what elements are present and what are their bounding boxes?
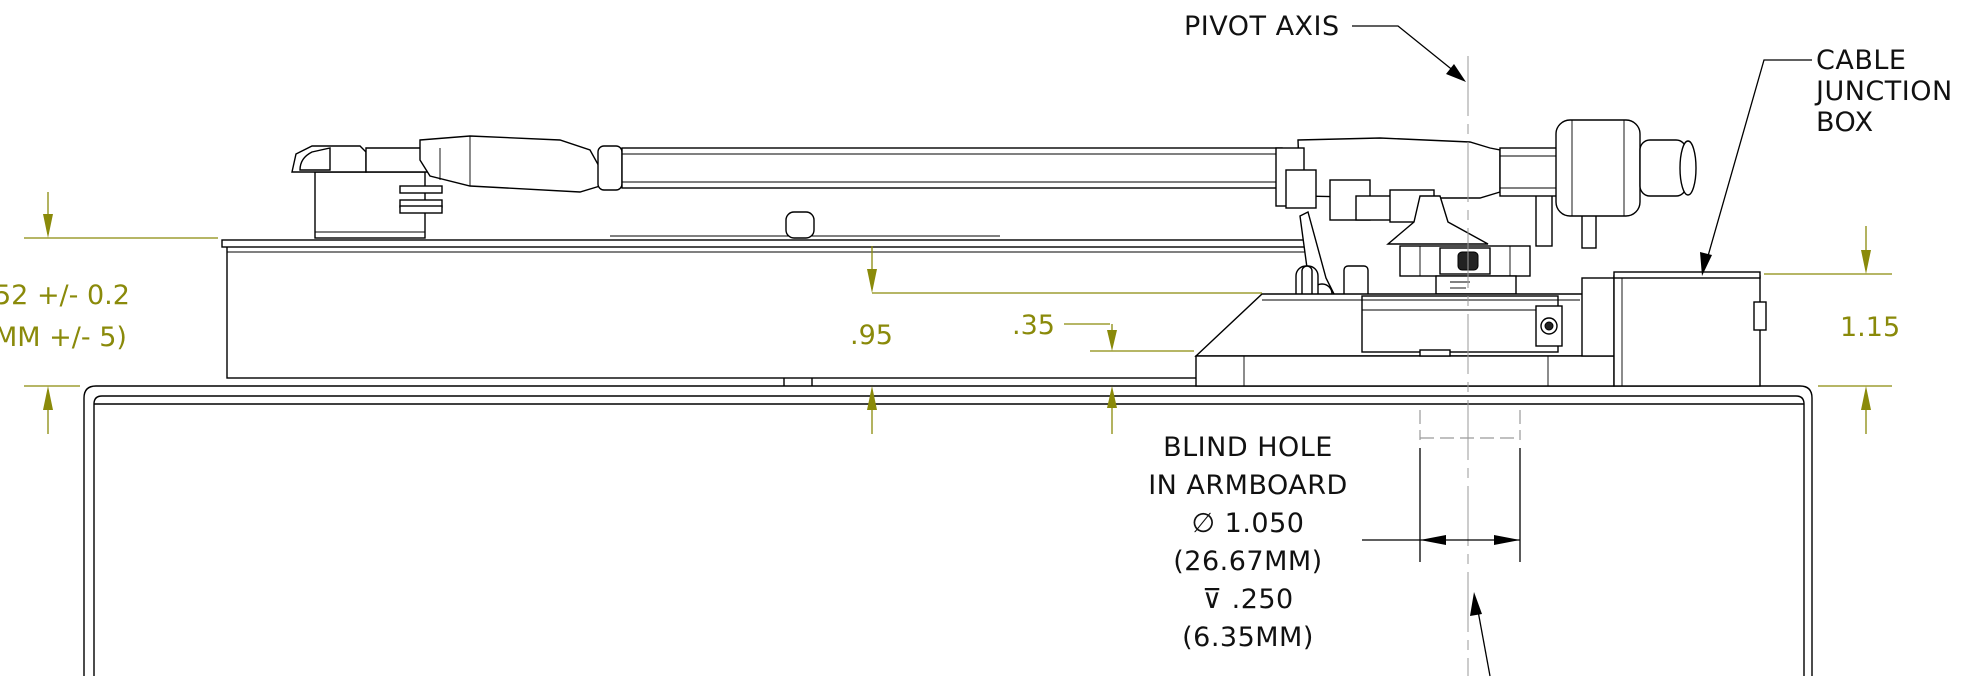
dimension-035	[1064, 323, 1194, 434]
blind-hole-label-2: IN ARMBOARD	[1148, 470, 1348, 501]
pivot-axis-label: PIVOT AXIS	[1184, 11, 1340, 42]
counterweight	[1500, 119, 1697, 217]
platter	[221, 211, 1311, 386]
dimension-095	[867, 246, 1262, 434]
blind-hole-depth-mm: (6.35MM)	[1182, 622, 1314, 653]
blind-hole-diameter: ∅ 1.050	[1192, 508, 1305, 539]
cable-junction-label-3: BOX	[1816, 107, 1874, 138]
dimension-095-label: .95	[850, 320, 893, 351]
dimension-left-label-2: MM +/- 5)	[0, 322, 127, 353]
blind-hole-diameter-mm: (26.67MM)	[1173, 546, 1322, 577]
cable-junction-label-2: JUNCTION	[1814, 76, 1953, 107]
blind-hole-label-1: BLIND HOLE	[1163, 432, 1333, 463]
dimension-left	[24, 192, 218, 434]
blind-hole-depth: ⊽ .250	[1202, 584, 1293, 615]
dimension-115	[1764, 226, 1892, 434]
headshell-cartridge	[291, 135, 623, 239]
bearing-housing	[1275, 137, 1597, 295]
cable-junction-leader	[1700, 59, 1812, 276]
pivot-axis-leader	[1352, 25, 1466, 82]
armboard-plinth	[83, 385, 1813, 676]
dimension-115-label: 1.15	[1840, 312, 1900, 343]
cable-junction-label-1: CABLE	[1816, 45, 1906, 76]
blind-hole-dimension	[1362, 448, 1521, 677]
dimension-035-label: .35	[1012, 310, 1055, 341]
pivot-centerline	[1419, 56, 1521, 676]
arm-tube	[621, 147, 1283, 189]
cable-junction-box	[1581, 271, 1767, 387]
arm-base	[1194, 293, 1615, 387]
dimension-left-label-1: 52 +/- 0.2	[0, 280, 130, 311]
